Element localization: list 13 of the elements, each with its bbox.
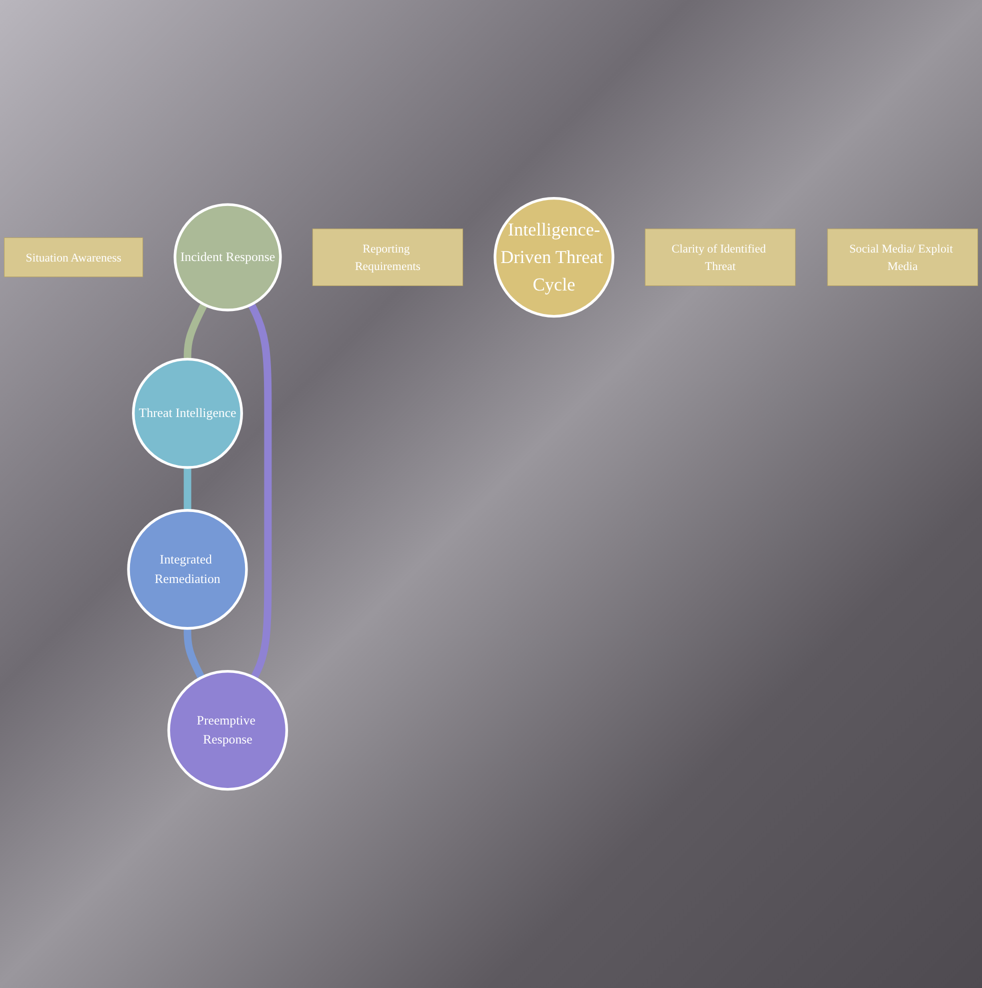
node-circle: Intelligence-Driven Threat Cycle xyxy=(494,197,614,318)
connector xyxy=(184,468,192,511)
node-box: Clarity of Identified Threat xyxy=(644,228,796,286)
node-circle: Preemptive Response xyxy=(167,670,288,791)
node-box: Situation Awareness xyxy=(4,238,144,278)
connector xyxy=(248,302,272,680)
node-circle: Threat Intelligence xyxy=(132,358,243,470)
connector xyxy=(184,628,205,680)
node-box: Social Media/ Exploit Media xyxy=(827,228,978,286)
node-circle: Integrated Remediation xyxy=(127,509,248,630)
node-box: Reporting Requirements xyxy=(312,228,464,286)
connector xyxy=(184,302,208,360)
node-circle: Incident Response xyxy=(174,203,282,312)
